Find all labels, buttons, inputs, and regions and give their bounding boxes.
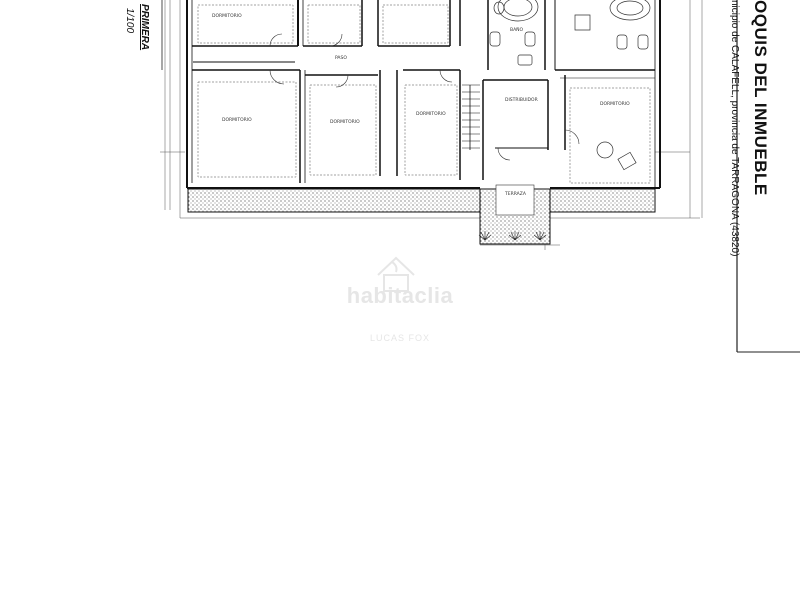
watermark-logo — [377, 256, 415, 292]
sheet-title: OQUIS DEL INMUEBLE — [751, 0, 770, 196]
bathroom-fixtures — [489, 0, 651, 171]
room-label: DORMITORIO — [330, 120, 360, 125]
watermark-agency: LUCAS FOX — [369, 333, 430, 343]
floor-label: PRIMERA — [139, 4, 150, 51]
door-swings — [269, 33, 580, 161]
room-label: DORMITORIO — [600, 102, 630, 107]
room-label: BAÑO — [510, 28, 524, 33]
dashed-outlines — [197, 4, 651, 184]
room-label: DORMITORIO — [212, 14, 242, 19]
interior-walls — [192, 0, 655, 183]
scale-value: 1/100 — [124, 8, 135, 34]
room-label: TERRAZA — [505, 192, 526, 197]
room-label: DORMITORIO — [222, 118, 252, 123]
room-label: DISTRIBUIDOR — [505, 98, 538, 103]
room-label: DORMITORIO — [416, 112, 446, 117]
exterior-walls — [186, 0, 661, 189]
watermark-brand: habitaclia — [346, 283, 454, 308]
room-label: PASO — [335, 56, 347, 61]
dimension-lines — [160, 0, 703, 250]
sheet-subtitle: nicipio de CALAFELL, provincia de TARRAG… — [729, 0, 740, 257]
terrace-plants — [478, 231, 547, 241]
terrace — [187, 184, 656, 245]
title-block — [736, 0, 800, 353]
